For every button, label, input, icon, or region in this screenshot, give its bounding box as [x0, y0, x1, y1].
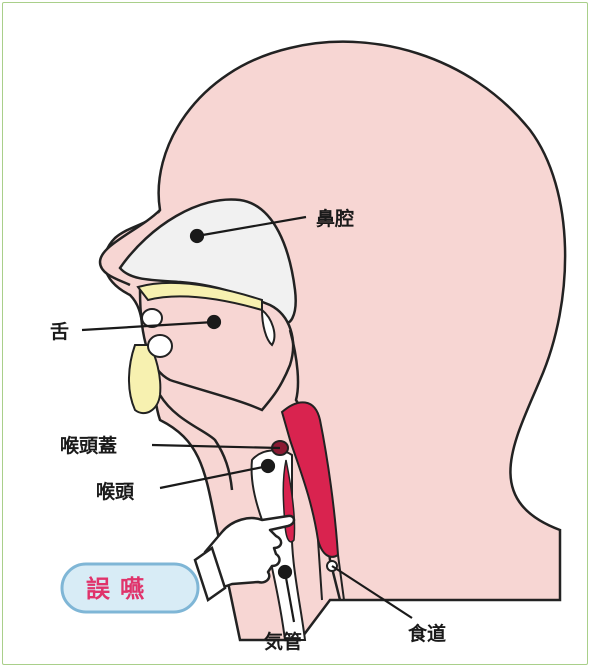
- pointing-hand-icon: [193, 514, 296, 602]
- aspiration-badge: 誤嚥: [60, 562, 200, 614]
- leader-lines: [81, 215, 413, 623]
- lower-teeth: [147, 334, 173, 358]
- label-nasal-cavity: 鼻腔: [316, 207, 354, 230]
- upper-teeth: [141, 308, 163, 328]
- esophagus-tube: [317, 539, 345, 601]
- label-trachea: 気管: [264, 630, 302, 653]
- label-epiglottis: 喉頭蓋: [60, 434, 117, 457]
- nasal-cavity: [118, 198, 297, 325]
- nose-profile: [98, 209, 161, 287]
- lower-lip: [127, 344, 162, 415]
- uvula: [260, 307, 276, 347]
- label-esophagus: 食道: [408, 622, 446, 645]
- head-silhouette: [103, 40, 567, 642]
- chin-line: [158, 394, 234, 491]
- aspiration-badge-text: 誤嚥: [86, 575, 154, 603]
- label-larynx: 喉頭: [96, 480, 135, 503]
- hard-palate: [136, 282, 263, 312]
- label-tongue: 舌: [50, 320, 69, 343]
